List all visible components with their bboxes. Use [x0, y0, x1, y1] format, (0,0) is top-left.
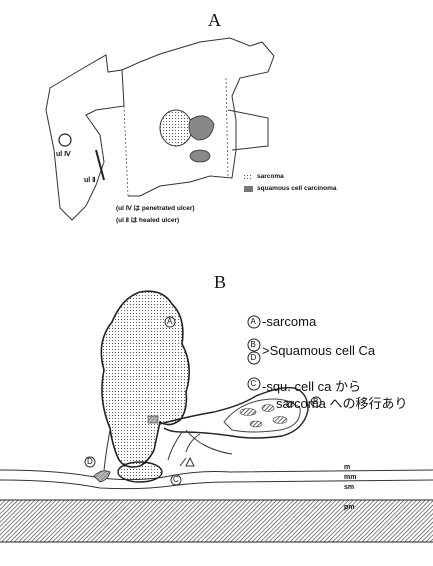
marker-c-letter: C [173, 475, 179, 484]
layer-label-sm: sm [344, 484, 354, 491]
ulcer-4-marker [59, 134, 71, 146]
layer-label-mm: mm [344, 474, 356, 481]
mucosal-line [0, 470, 433, 480]
marker-d-letter: D [87, 457, 93, 466]
squamous-island [240, 409, 256, 416]
muscularis-mucosae-line [0, 480, 433, 489]
legend-sarcoma-label: sarcoma [257, 173, 284, 180]
legend-c-letter: C [251, 379, 257, 388]
legend-transition-line2: sarcoma への移行あり [276, 393, 407, 412]
legend-d-letter: D [251, 353, 257, 362]
submucosal-lesion-c [118, 462, 162, 482]
squamous-island [250, 421, 262, 427]
legend-squamous-swatch [244, 186, 253, 192]
squamous-region-a1 [189, 116, 214, 140]
legend-squamous-b: >Squamous cell Ca [262, 343, 375, 358]
ulcer-2-label: ul Ⅱ [84, 176, 96, 184]
resection-line-right [226, 78, 228, 178]
legend-b-letter: B [251, 340, 256, 349]
panel-b-letter: B [214, 272, 226, 293]
transition-focus [148, 416, 158, 423]
squamous-region-a2 [190, 150, 210, 162]
lesion-d [94, 471, 110, 482]
sarcoma-region-a [160, 110, 192, 146]
note-ulcer-4: (ul Ⅳ は penetrated ulcer) [116, 202, 195, 212]
squamous-island [262, 405, 274, 412]
resection-line-left [124, 106, 128, 196]
layer-label-m: m [344, 464, 350, 471]
legend-a-letter: A [251, 317, 256, 326]
legend-squamous-label: squamous cell carcinoma [257, 185, 336, 192]
marker-a-letter: A [167, 317, 172, 326]
panel-a-letter: A [208, 10, 221, 31]
note-ulcer-2: (ul Ⅱ は healed ulcer) [116, 214, 179, 224]
ulcer-4-label: ul Ⅳ [56, 150, 71, 158]
legend-sarcoma-swatch [244, 174, 253, 180]
layer-label-pm: pm [344, 504, 355, 511]
legend-sarcoma-b: -sarcoma [262, 314, 316, 329]
muscularis-propria-band [0, 500, 433, 542]
squamous-island [273, 417, 287, 424]
